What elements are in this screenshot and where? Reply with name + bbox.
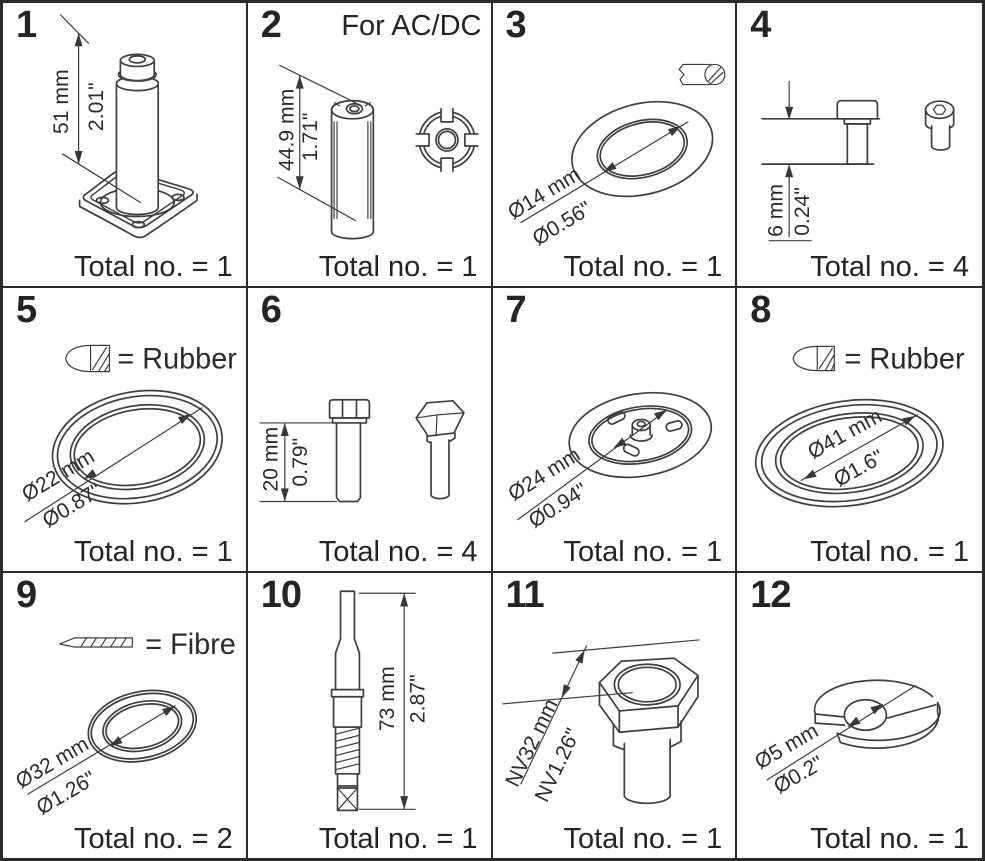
fibre-washer-drawing: = Fibre Ø32 mm Ø1.26"	[12, 629, 236, 820]
dimension-length: 73 mm 2.87"	[358, 592, 430, 810]
part-number: 9	[16, 574, 37, 616]
gland-nut-drawing: NV32 mm NV1.26"	[501, 639, 700, 806]
fibre-legend-label: = Fibre	[145, 629, 236, 661]
dim-mm-label: 20 mm	[259, 427, 282, 492]
o-ring-rings	[51, 389, 223, 505]
part-cell-9: = Fibre Ø32 mm Ø1.26" 9 Total no. = 2	[3, 573, 248, 858]
part-number: 6	[260, 289, 282, 331]
part-cell-2: 44.9 mm 1.71" 2 For AC/DC Total no. = 1	[247, 3, 493, 288]
total-count-label: Total no. = 2	[73, 823, 233, 855]
part-cell-5: = Rubber Ø22 mm Ø0.87" 5 Total no. = 1	[3, 288, 248, 573]
washer-rings	[87, 689, 198, 763]
part-number: 4	[750, 4, 771, 46]
dimension-diameter: Ø22 mm Ø0.87"	[18, 407, 203, 532]
washer-drawing: Ø14 mm Ø0.56"	[504, 63, 725, 250]
total-count-label: Total no. = 1	[73, 536, 233, 568]
total-count-label: Total no. = 1	[810, 823, 969, 855]
part-number: 10	[260, 574, 302, 616]
o-ring-drawing: = Rubber Ø22 mm Ø0.87"	[18, 343, 237, 532]
dimension-length: 20 mm 0.79"	[259, 422, 337, 503]
dim-mm-label: 73 mm	[376, 666, 399, 731]
valve-plate-drawing: Ø24 mm Ø0.94"	[504, 391, 712, 533]
part-number: 8	[750, 289, 771, 331]
split-washer-drawing: Ø5 mm Ø0.2"	[751, 679, 942, 799]
part-cell-8: = Rubber Ø41 mm Ø1.6" 8 Total no. = 1	[737, 288, 982, 573]
spindle-body	[330, 590, 365, 812]
total-count-label: Total no. = 4	[810, 251, 969, 283]
dim-inch-label: 1.71"	[299, 113, 322, 162]
dim-inch-label: 0.24"	[791, 187, 814, 236]
part-cell-10: 73 mm 2.87" 10 Total no. = 1	[248, 573, 493, 858]
plate-disc	[567, 391, 712, 479]
total-count-label: Total no. = 1	[73, 251, 233, 283]
part-number: 7	[505, 289, 527, 331]
dimension-diameter: Ø41 mm Ø1.6"	[800, 405, 919, 491]
rubber-swatch-icon	[65, 344, 111, 373]
total-count-label: Total no. = 1	[563, 823, 723, 855]
rubber-legend-label: = Rubber	[117, 343, 237, 375]
bolt-3d-view	[415, 399, 465, 500]
part-cell-6: 20 mm 0.79" 6 Total no. = 4	[247, 288, 493, 573]
part-cell-7: Ø24 mm Ø0.94" 7 Total no. = 1	[492, 288, 738, 573]
part-number: 1	[16, 4, 37, 46]
dim-inch-label: 2.87"	[407, 674, 430, 723]
dim-mm-label: 51 mm	[50, 69, 73, 134]
ac-dc-note: For AC/DC	[341, 10, 482, 42]
hex-bolt-drawing: 20 mm 0.79"	[259, 398, 465, 503]
dim-mm-label: 44.9 mm	[275, 89, 298, 171]
screw-side-view	[761, 99, 881, 165]
part-cell-11: NV32 mm NV1.26" 11 Total no. = 1	[493, 573, 738, 858]
rubber-swatch-icon	[792, 345, 836, 372]
hex-nut-body	[598, 657, 699, 805]
part-number: 12	[750, 574, 791, 616]
dimension-height: 44.9 mm 1.71"	[275, 64, 356, 222]
screw-3d-view	[924, 100, 955, 151]
part-number: 5	[16, 289, 37, 331]
total-count-label: Total no. = 1	[318, 823, 478, 855]
part-cell-4: 6 mm 0.24" 4 Total no. = 4	[737, 3, 982, 288]
part-number: 3	[505, 4, 527, 46]
dimension-diameter: Ø14 mm Ø0.56"	[504, 121, 689, 250]
rubber-legend-label: = Rubber	[845, 344, 966, 376]
tube-top-view	[415, 107, 479, 173]
part-cell-3: Ø14 mm Ø0.56" 3 Total no. = 1	[492, 3, 738, 288]
total-count-label: Total no. = 1	[563, 251, 723, 283]
total-count-label: Total no. = 1	[810, 536, 969, 568]
armature-plunger-drawing: 51 mm 2.01"	[50, 14, 198, 239]
large-o-ring-drawing: = Rubber Ø41 mm Ø1.6"	[755, 344, 966, 508]
total-count-label: Total no. = 4	[318, 536, 478, 568]
slotted-tube	[330, 99, 374, 240]
part-cell-1: 51 mm 2.01" 1 Total no. = 1	[3, 3, 248, 288]
armature-tube-drawing: 44.9 mm 1.71"	[275, 64, 479, 240]
fibre-swatch-icon	[59, 637, 133, 648]
split-washer-body	[814, 679, 942, 749]
total-count-label: Total no. = 1	[563, 536, 723, 568]
part-number: 2	[260, 4, 282, 46]
dimension-height: 6 mm 0.24"	[765, 80, 814, 242]
mounting-screw-drawing: 6 mm 0.24"	[761, 80, 955, 242]
dimension-bore: Ø5 mm Ø0.2"	[751, 684, 917, 799]
total-count-label: Total no. = 1	[318, 251, 478, 283]
part-number: 11	[505, 574, 545, 616]
spindle-drawing: 73 mm 2.87"	[330, 590, 430, 812]
part-cell-12: Ø5 mm Ø0.2" 12 Total no. = 1	[737, 573, 982, 858]
plunger-cylinder	[115, 53, 160, 216]
washer-rings	[570, 100, 713, 198]
notches	[415, 107, 479, 173]
dim-inch-label: Ø1.6"	[830, 445, 888, 491]
bolt-side-view	[328, 398, 370, 503]
dim-mm-label: 6 mm	[765, 184, 788, 237]
gasket-section-icon	[677, 63, 725, 86]
dim-inch-label: 2.01"	[85, 82, 108, 131]
o-ring-rings	[755, 398, 945, 508]
dimension-height: 51 mm 2.01"	[50, 14, 141, 204]
dim-inch-label: 0.79"	[289, 438, 312, 487]
